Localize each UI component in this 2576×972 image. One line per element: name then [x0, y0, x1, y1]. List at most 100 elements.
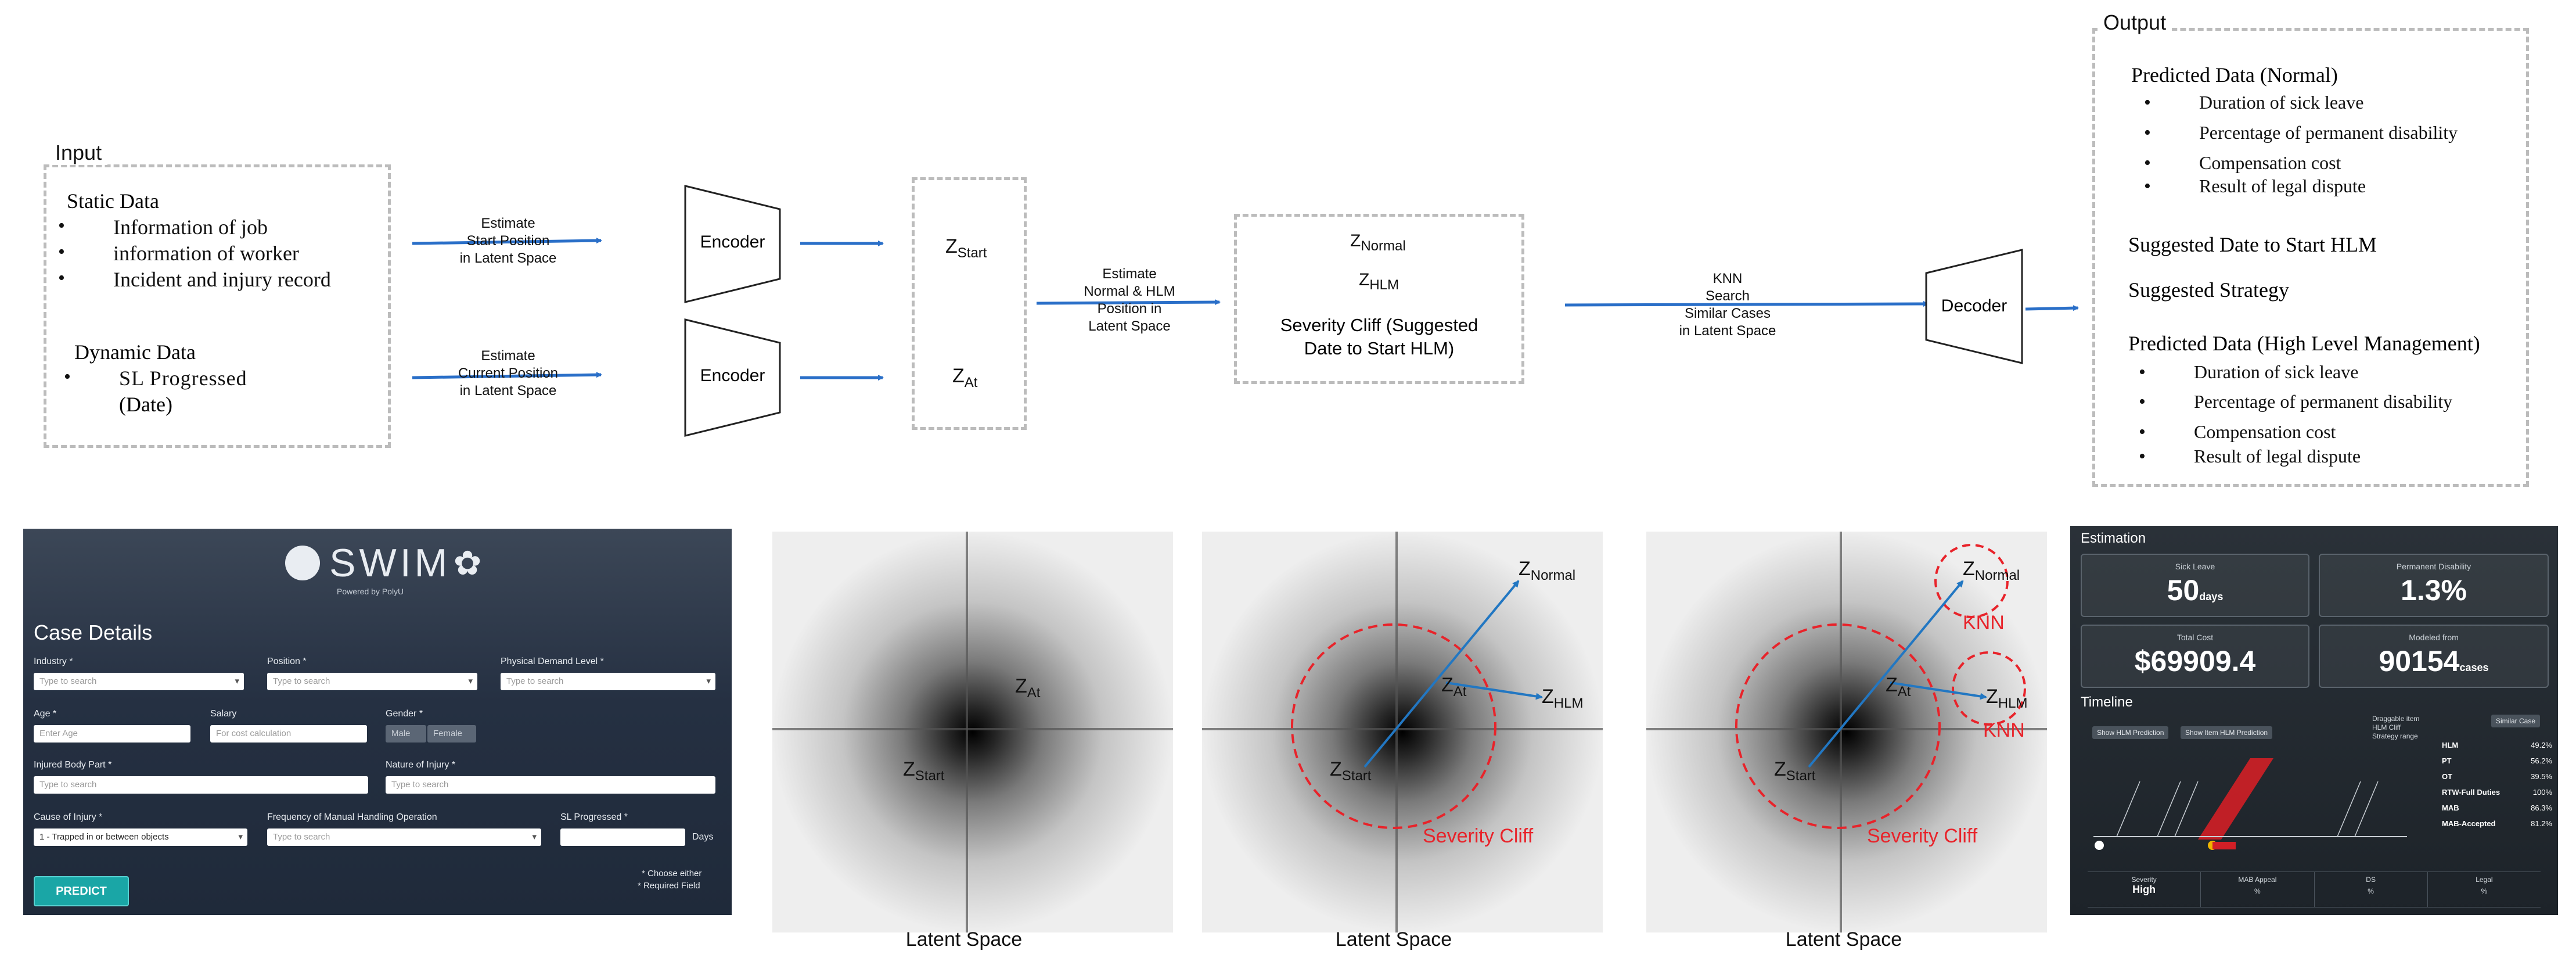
latent-panel-3 [1646, 532, 2047, 932]
decoder-label: Decoder [1941, 296, 2007, 315]
severity-cliff-circle-2 [1291, 623, 1496, 829]
latent-panel-2 [1202, 532, 1603, 932]
legend-hlm-cliff: HLM Cliff [2372, 723, 2401, 731]
input-frame-label: Input [49, 141, 108, 165]
swim-case-form: SWIM ✿ Powered by PolyU Case Details Ind… [23, 529, 732, 915]
output-hlm-item-2: Percentage of permanent disability [2139, 391, 2452, 413]
output-suggested-strategy: Suggested Strategy [2128, 278, 2289, 302]
legal-cell: Legal % [2476, 876, 2493, 895]
swim-logo: SWIM ✿ [261, 540, 505, 586]
note-choose-either: * Choose either [642, 869, 702, 878]
output-hlm-item-3: Compensation cost [2139, 421, 2336, 443]
similar-case-button[interactable]: Similar Case [2491, 715, 2541, 727]
p2-severity-cliff: Severity Cliff [1423, 825, 1534, 847]
age-label: Age * [34, 709, 57, 719]
p3-severity-cliff: Severity Cliff [1867, 825, 1978, 847]
estimation-dashboard: Estimation Sick Leave 50days Permanent D… [2070, 526, 2558, 915]
p2-latent-label: Latent Space [1335, 928, 1452, 951]
severity-frame [1234, 214, 1524, 384]
arrow-current-position [412, 372, 602, 379]
z-hlm-box-label: ZHLM [1359, 270, 1399, 293]
gender-male-button[interactable]: Male [386, 725, 426, 743]
output-normal-item-3: Compensation cost [2144, 152, 2341, 174]
polyu-logo-icon [285, 546, 320, 580]
case-details-title: Case Details [34, 620, 153, 644]
mab-appeal-cell: MAB Appeal % [2201, 872, 2315, 907]
body-part-input[interactable]: Type to search [34, 776, 368, 794]
predict-button[interactable]: PREDICT [34, 876, 129, 906]
p2-z-start: ZStart [1330, 758, 1372, 784]
p3-z-at: ZAt [1886, 674, 1911, 700]
output-frame-label: Output [2098, 10, 2172, 35]
diagram-connectors [412, 185, 2079, 437]
position-select[interactable]: Type to search [267, 673, 477, 690]
severity-cell: Severity High [2088, 872, 2201, 907]
static-item-worker: information of worker [58, 241, 299, 266]
arrow-normal-hlm [1036, 299, 1221, 306]
pdl-select[interactable]: Type to search [501, 673, 715, 690]
p1-latent-label: Latent Space [905, 928, 1023, 951]
estimation-title: Estimation [2081, 530, 2146, 546]
p2-z-normal: ZNormal [1519, 558, 1576, 583]
timeline-graphic [2093, 758, 2407, 850]
nature-input[interactable]: Type to search [386, 776, 715, 794]
input-frame [44, 164, 391, 448]
dynamic-data-title: Dynamic Data [74, 340, 196, 364]
cause-select[interactable]: 1 - Trapped in or between objects [34, 828, 247, 846]
decoder-shape [1925, 249, 2023, 364]
p3-z-start: ZStart [1774, 758, 1816, 784]
output-normal-item-2: Percentage of permanent disability [2144, 122, 2458, 144]
static-item-job: Information of job [58, 215, 268, 239]
output-hlm-item-4: Result of legal dispute [2139, 446, 2361, 468]
z-start-label: ZStart [945, 235, 987, 261]
legend-draggable: Draggable item [2372, 715, 2420, 723]
knn-circle-hlm [1952, 651, 2026, 726]
age-input[interactable]: Enter Age [34, 725, 190, 743]
output-normal-title: Predicted Data (Normal) [2131, 63, 2338, 87]
industry-select[interactable]: Type to search [34, 673, 244, 690]
bottom-summary-row: Severity High MAB Appeal % DS % Legal % [2088, 871, 2541, 908]
p3-z-normal: ZNormal [1963, 558, 2020, 583]
nature-label: Nature of Injury * [386, 760, 456, 770]
p2-z-hlm: ZHLM [1542, 686, 1584, 711]
p1-z-start: ZStart [903, 758, 945, 784]
show-item-hlm-button[interactable]: Show Item HLM Prediction [2181, 726, 2273, 739]
body-part-label: Injured Body Part * [34, 760, 112, 770]
freq-select[interactable]: Type to search [267, 828, 541, 846]
encoder-1-label: Encoder [700, 232, 765, 252]
ds-cell: DS % [2315, 872, 2428, 907]
z-normal-box-label: ZNormal [1350, 231, 1406, 254]
arrow-decoder-out [2025, 305, 2079, 311]
static-item-incident: Incident and injury record [58, 267, 331, 292]
timeline-title: Timeline [2081, 694, 2133, 710]
latent-panel-1 [772, 532, 1173, 932]
days-label: Days [692, 832, 714, 842]
modeled-from-card: Modeled from 90154cases [2319, 625, 2549, 688]
output-suggested-date: Suggested Date to Start HLM [2128, 233, 2377, 256]
knn-circle-normal [1934, 544, 2009, 618]
salary-input[interactable]: For cost calculation [210, 725, 367, 743]
output-normal-item-4: Result of legal dispute [2144, 175, 2366, 198]
output-normal-item-1: Duration of sick leave [2144, 92, 2364, 114]
gender-female-button[interactable]: Female [427, 725, 476, 743]
permanent-disability-card: Permanent Disability 1.3% [2319, 554, 2549, 617]
arrow-knn [1564, 301, 1929, 307]
arrow-start-position [412, 238, 602, 245]
swim-powered: Powered by PolyU [337, 587, 404, 596]
legend-strategy: Strategy range [2372, 732, 2418, 740]
show-hlm-button[interactable]: Show HLM Prediction [2092, 726, 2169, 739]
dynamic-item-date: (Date) [119, 393, 172, 416]
sl-input[interactable] [560, 828, 685, 846]
